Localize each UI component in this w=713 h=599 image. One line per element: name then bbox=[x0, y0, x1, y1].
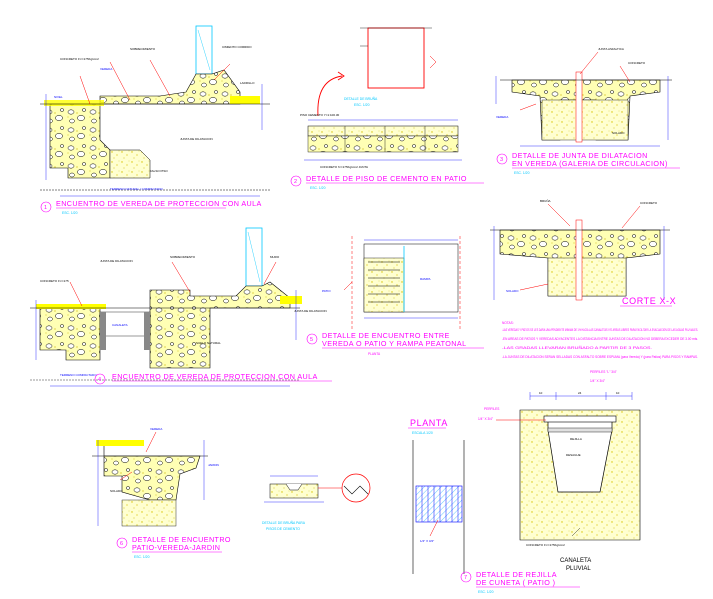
svg-text:MURO: MURO bbox=[270, 255, 280, 259]
planta-scale: ESCALA 1/20 bbox=[412, 431, 433, 435]
note-4: -LA JUNTAS DE DILATACION SERAN SELLADAS … bbox=[502, 355, 698, 359]
notes-block: NOTAS: -LAS VEREDAS Y PATIOS SE LES DARA… bbox=[502, 321, 698, 383]
detail-4-number: 4 bbox=[98, 377, 101, 383]
planta-title: PLANTA bbox=[410, 418, 448, 428]
detail-1-number: 1 bbox=[44, 205, 47, 211]
perfiles-label: PERFILES "L" 3/4" bbox=[590, 370, 617, 374]
canaleta-title-1: CANALETA bbox=[560, 558, 591, 564]
vereda-label: VEREDA bbox=[150, 427, 162, 431]
detail-5-drawing: PATIO RAMPA JUNTA DE DILATACION bbox=[294, 236, 461, 330]
detail-6-title-line1: DETALLE DE ENCUENTRO bbox=[132, 535, 231, 544]
svg-text:TERRENO COMPACTADO: TERRENO COMPACTADO bbox=[60, 373, 97, 377]
detail-7-title-line1: DETALLE DE REJILLA bbox=[476, 570, 557, 579]
detail-6-drawing: VEREDA JARDIN SOLADO bbox=[92, 427, 219, 527]
patio-label: PATIO bbox=[322, 289, 331, 293]
detail-1-title-block: 1 ENCUENTRO DE VEREDA DE PROTECCION CON … bbox=[40, 199, 262, 215]
svg-text:CIMIENTO CORRIDO: CIMIENTO CORRIDO bbox=[222, 45, 252, 49]
svg-text:CONCRETO f'c=175Kg/cm2 JUNTA: CONCRETO f'c=175Kg/cm2 JUNTA bbox=[320, 165, 368, 169]
detail-2-number: 2 bbox=[294, 179, 297, 185]
detail-3-title-line2: EN VEREDA (GALERIA DE CIRCULACION) bbox=[512, 159, 668, 168]
detail-5-title-line2: VEREDA O PATIO Y RAMPA PEATONAL bbox=[322, 339, 466, 348]
detail-3-title-line1: DETALLE DE JUNTA DE DILATACION bbox=[512, 151, 648, 160]
planta-drawing: PLANTA ESCALA 1/20 1/4" X 3/4" bbox=[408, 418, 465, 574]
note-2: -EN AREAS DE PATIOS Y VEREDAS ADYACENTES… bbox=[502, 337, 698, 341]
detail-6-title-block: 6 DETALLE DE ENCUENTRO PATIO-VEREDA-JARD… bbox=[116, 535, 231, 559]
rampa-label: RAMPA bbox=[420, 277, 430, 281]
svg-text:JUNTA DE DILATACION: JUNTA DE DILATACION bbox=[100, 259, 133, 263]
canaleta-drawing: 10 24 10 REJILLA DESAGUE PERFILES 1/4" X… bbox=[478, 391, 641, 572]
detail-6-scale: ESC. 1/20 bbox=[134, 555, 150, 559]
svg-text:TERRENO NATURAL / COMPACTADO: TERRENO NATURAL / COMPACTADO bbox=[110, 187, 163, 191]
svg-text:VEREDA: VEREDA bbox=[496, 115, 508, 119]
svg-text:1/4" X 3/4": 1/4" X 3/4" bbox=[478, 417, 493, 421]
svg-text:CANALETA: CANALETA bbox=[112, 323, 128, 327]
svg-text:SOBRECIMIENTO: SOBRECIMIENTO bbox=[170, 255, 196, 259]
desague-label: DESAGUE bbox=[566, 453, 581, 457]
canaleta-title-2: PLUVIAL bbox=[566, 566, 591, 572]
svg-text:PISOS DE CEMENTO: PISOS DE CEMENTO bbox=[266, 527, 300, 531]
rejilla-label: REJILLA bbox=[570, 437, 582, 441]
svg-text:JUNTA ASFALTICA: JUNTA ASFALTICA bbox=[598, 47, 624, 51]
detail-7-title-block: 7 DETALLE DE REJILLA DE CUNETA ( PATIO )… bbox=[460, 570, 580, 594]
svg-text:ESC. 1/20: ESC. 1/20 bbox=[354, 103, 370, 107]
detail-5-sub: PLANTA bbox=[368, 352, 381, 356]
svg-text:CONCRETO F'c=175: CONCRETO F'c=175 bbox=[40, 279, 69, 283]
svg-text:SOBRECIMIENTO: SOBRECIMIENTO bbox=[130, 47, 156, 51]
detail-5-number: 5 bbox=[310, 337, 313, 343]
svg-text:JUNTA DE DILATACION: JUNTA DE DILATACION bbox=[294, 309, 327, 313]
detail-1-title: ENCUENTRO DE VEREDA DE PROTECCION CON AU… bbox=[56, 199, 262, 208]
detail-7-scale: ESC. 1/20 bbox=[478, 590, 494, 594]
dim-10-right: 10 bbox=[616, 391, 620, 395]
note-3: -LAS GRADAS LLEVARAN BRUÑADO A PARTIR DE… bbox=[502, 345, 652, 350]
concreto-label: CONCRETO F'c=175Kg/cm2 bbox=[526, 543, 565, 547]
detail-5-title-block: 5 DETALLE DE ENCUENTRO ENTRE VEREDA O PA… bbox=[306, 331, 484, 356]
dim-10-left: 10 bbox=[539, 391, 543, 395]
detail-6-number: 6 bbox=[120, 541, 123, 547]
detail-2-title-block: 2 DETALLE DE PISO DE CEMENTO EN PATIO ES… bbox=[290, 174, 484, 190]
detail-3-title-block: 3 DETALLE DE JUNTA DE DILATACION EN VERE… bbox=[496, 151, 680, 175]
detail-2-drawing: DETALLE DE BRUÑA ESC. 1/20 PISO CEMENTO … bbox=[300, 27, 462, 169]
detail-3-drawing: JUNTA ASFALTICA CONCRETO VEREDA SOLADO bbox=[495, 47, 672, 147]
detail-6-title-line2: PATIO-VEREDA-JARDIN bbox=[132, 543, 220, 552]
detail-1-scale: ESC. 1/20 bbox=[62, 211, 78, 215]
svg-text:SUELO NATURAL: SUELO NATURAL bbox=[196, 341, 221, 345]
corte-xx-drawing: BRUÑA CONCRETO SOLADO CORTE X-X bbox=[490, 198, 676, 307]
perfiles-size: 1/4" X 3/4" bbox=[590, 379, 605, 383]
dim-24: 24 bbox=[578, 391, 582, 395]
detail-4-drawing: CONCRETO F'c=175 JUNTA DE DILATACION SOB… bbox=[30, 227, 302, 387]
detail-2-title: DETALLE DE PISO DE CEMENTO EN PATIO bbox=[306, 174, 467, 183]
note-1: -LAS VEREDAS Y PATIOS SE LES DARA UNA PE… bbox=[502, 328, 698, 332]
svg-text:SOLADO: SOLADO bbox=[506, 289, 519, 293]
svg-text:CONCRETO: CONCRETO bbox=[628, 61, 646, 65]
svg-text:SOLADO: SOLADO bbox=[110, 489, 123, 493]
detail-2-scale: ESC. 1/20 bbox=[310, 186, 326, 190]
svg-text:CONCRETO F'c=175Kg/cm2: CONCRETO F'c=175Kg/cm2 bbox=[60, 57, 99, 61]
svg-text:JUNTA DE DILATACION: JUNTA DE DILATACION bbox=[180, 137, 213, 141]
detail-4-title: ENCUENTRO DE VEREDA DE PROTECCION CON AU… bbox=[112, 372, 318, 381]
svg-text:VEREDA: VEREDA bbox=[100, 67, 112, 71]
svg-text:FALSO PISO: FALSO PISO bbox=[150, 169, 168, 173]
detail-7-number: 7 bbox=[464, 575, 467, 581]
detail-3-scale: ESC. 1/20 bbox=[514, 171, 530, 175]
svg-text:PERFILES: PERFILES bbox=[484, 407, 499, 411]
corte-xx-title: CORTE X-X bbox=[622, 296, 676, 306]
svg-text:LADRILLO: LADRILLO bbox=[240, 81, 255, 85]
detail-7-title-line2: DE CUNETA ( PATIO ) bbox=[476, 578, 555, 587]
detail-5-title-line1: DETALLE DE ENCUENTRO ENTRE bbox=[322, 331, 450, 340]
svg-text:DETALLE DE BRUÑA: DETALLE DE BRUÑA bbox=[344, 96, 378, 101]
jardin-label: JARDIN bbox=[208, 463, 219, 467]
svg-text:BRUÑA: BRUÑA bbox=[540, 198, 551, 203]
svg-text:NIVEL: NIVEL bbox=[54, 95, 63, 99]
svg-text:PISO CEMENTO Y=1:100.30: PISO CEMENTO Y=1:100.30 bbox=[300, 113, 339, 117]
bruna-detail-drawing: DETALLE DE BRUÑA PARA PISOS DE CEMENTO bbox=[262, 473, 371, 531]
svg-text:SOLADO: SOLADO bbox=[612, 131, 625, 135]
svg-text:CONCRETO: CONCRETO bbox=[640, 201, 658, 205]
svg-text:DETALLE DE BRUÑA PARA: DETALLE DE BRUÑA PARA bbox=[262, 520, 306, 525]
detail-4-title-block: 4 ENCUENTRO DE VEREDA DE PROTECCION CON … bbox=[94, 372, 332, 385]
detail-3-number: 3 bbox=[500, 157, 503, 163]
planta-perfil-label: 1/4" X 3/4" bbox=[420, 539, 434, 543]
notes-heading: NOTAS: bbox=[502, 321, 514, 325]
detail-1-drawing: CONCRETO F'c=175Kg/cm2 SOBRECIMIENTO VER… bbox=[40, 25, 270, 197]
